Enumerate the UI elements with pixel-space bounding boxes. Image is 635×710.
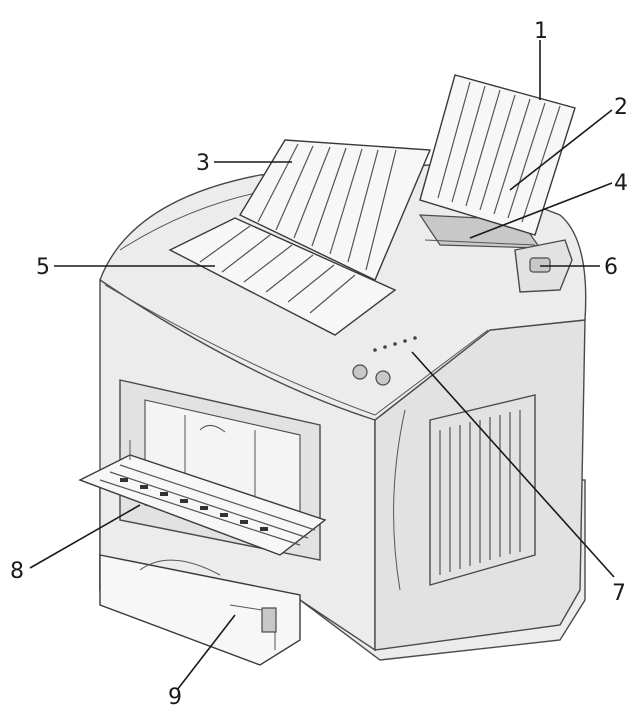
leader-9 (176, 614, 236, 691)
callout-5: 5 (36, 255, 50, 280)
exit-tray (168, 217, 397, 336)
leader-4 (469, 182, 613, 239)
callout-3: 3 (196, 151, 210, 176)
callout-1: 1 (534, 19, 548, 44)
callout-8: 8 (10, 559, 24, 584)
leader-7 (411, 351, 615, 578)
callout-7: 7 (612, 581, 626, 606)
printer-illustration (78, 74, 587, 666)
leader-8 (29, 504, 141, 569)
panel-button (375, 370, 391, 386)
side-vent (429, 394, 536, 586)
leader-lines (29, 40, 615, 691)
rear-paper-support (419, 74, 576, 236)
panel-button (352, 364, 368, 380)
front-paper-support (239, 139, 432, 281)
callout-4: 4 (614, 171, 628, 196)
callout-6: 6 (604, 255, 618, 280)
callout-labels: 1 2 3 4 5 6 7 8 9 (10, 19, 628, 710)
callout-2: 2 (614, 95, 628, 120)
paper-tray (99, 554, 301, 666)
leader-2 (509, 109, 613, 191)
callout-9: 9 (168, 685, 182, 710)
